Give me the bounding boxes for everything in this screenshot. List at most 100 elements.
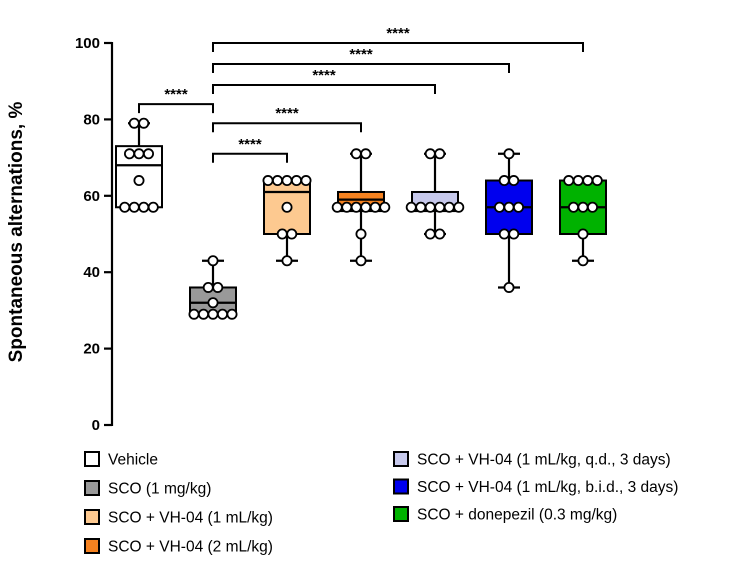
data-point xyxy=(212,281,224,293)
y-tick-label: 20 xyxy=(83,341,100,358)
data-point xyxy=(508,228,520,240)
legend-swatch xyxy=(84,509,100,525)
data-point xyxy=(503,281,515,293)
y-axis-title: Spontaneous alternations, % xyxy=(6,102,27,363)
data-point xyxy=(147,201,159,213)
data-point xyxy=(271,175,283,187)
box-group xyxy=(262,175,312,267)
legend-label: SCO (1 mg/kg) xyxy=(108,481,211,498)
data-point xyxy=(142,148,154,160)
significance-bracket xyxy=(212,42,584,52)
box-group xyxy=(188,255,238,320)
legend-swatch xyxy=(84,538,100,554)
legend-swatch xyxy=(393,506,409,522)
data-point xyxy=(424,201,436,213)
data-point xyxy=(434,228,446,240)
significance-label: **** xyxy=(275,105,299,122)
significance-label: **** xyxy=(386,25,410,42)
y-tick-label: 60 xyxy=(83,188,100,205)
significance-bracket xyxy=(138,103,214,114)
data-point xyxy=(281,255,293,267)
data-point xyxy=(331,201,343,213)
box-group xyxy=(405,148,465,240)
significance-brackets: **** **** **** **** **** **** xyxy=(138,25,584,163)
data-point xyxy=(281,175,293,187)
data-point xyxy=(379,201,391,213)
significance-bracket xyxy=(212,152,288,163)
data-point xyxy=(262,175,274,187)
data-point xyxy=(424,228,436,240)
data-point xyxy=(286,228,298,240)
significance-bracket xyxy=(212,63,510,74)
significance-label: **** xyxy=(312,67,336,84)
box-group xyxy=(331,148,391,267)
data-point xyxy=(207,297,219,309)
data-point xyxy=(572,175,584,187)
data-point xyxy=(276,228,288,240)
significance-bracket xyxy=(212,84,436,95)
data-point xyxy=(138,117,150,129)
data-point xyxy=(563,175,575,187)
data-point xyxy=(290,175,302,187)
y-tick-label: 80 xyxy=(83,111,100,128)
data-point xyxy=(405,201,417,213)
y-tick-label: 0 xyxy=(92,417,100,434)
data-point xyxy=(355,255,367,267)
data-point xyxy=(498,175,510,187)
data-point xyxy=(577,228,589,240)
legend-label: SCO + VH-04 (1 mL/kg, q.d., 3 days) xyxy=(417,452,671,469)
data-point xyxy=(577,255,589,267)
data-point xyxy=(360,201,372,213)
data-point xyxy=(138,201,150,213)
box-group xyxy=(115,117,163,213)
data-point xyxy=(188,308,200,320)
legend-label: SCO + VH-04 (1 mL/kg, b.i.d., 3 days) xyxy=(417,479,678,496)
data-point xyxy=(128,117,140,129)
data-point xyxy=(119,201,131,213)
data-point xyxy=(207,255,219,267)
data-point xyxy=(355,228,367,240)
data-point xyxy=(493,201,505,213)
data-point xyxy=(300,175,312,187)
box-group xyxy=(559,175,607,267)
data-point xyxy=(207,308,219,320)
significance-label: **** xyxy=(349,46,373,63)
data-point xyxy=(341,201,353,213)
box-group xyxy=(485,148,533,293)
significance-label: **** xyxy=(164,86,188,103)
data-point xyxy=(350,201,362,213)
data-point xyxy=(128,201,140,213)
data-point xyxy=(591,175,603,187)
data-point xyxy=(133,175,145,187)
data-point xyxy=(508,175,520,187)
y-axis-label: Spontaneous alternations, % xyxy=(6,102,27,363)
data-point xyxy=(281,201,293,213)
legend-swatch xyxy=(393,451,409,467)
data-point xyxy=(226,308,238,320)
data-point xyxy=(216,308,228,320)
legend-label: Vehicle xyxy=(108,452,158,469)
data-point xyxy=(577,201,589,213)
data-point xyxy=(503,148,515,160)
data-point xyxy=(434,148,446,160)
data-point xyxy=(197,308,209,320)
legend-label: SCO + donepezil (0.3 mg/kg) xyxy=(417,507,617,524)
data-point xyxy=(133,148,145,160)
data-point xyxy=(587,201,599,213)
data-point xyxy=(424,148,436,160)
data-point xyxy=(124,148,136,160)
data-point xyxy=(582,175,594,187)
data-point xyxy=(443,201,455,213)
data-point xyxy=(369,201,381,213)
legend-label: SCO + VH-04 (2 mL/kg) xyxy=(108,539,273,556)
data-point xyxy=(415,201,427,213)
box-groups xyxy=(115,117,607,320)
legend-label: SCO + VH-04 (1 mL/kg) xyxy=(108,510,273,527)
data-point xyxy=(434,201,446,213)
data-point xyxy=(453,201,465,213)
significance-label: **** xyxy=(238,136,262,153)
data-point xyxy=(350,148,362,160)
